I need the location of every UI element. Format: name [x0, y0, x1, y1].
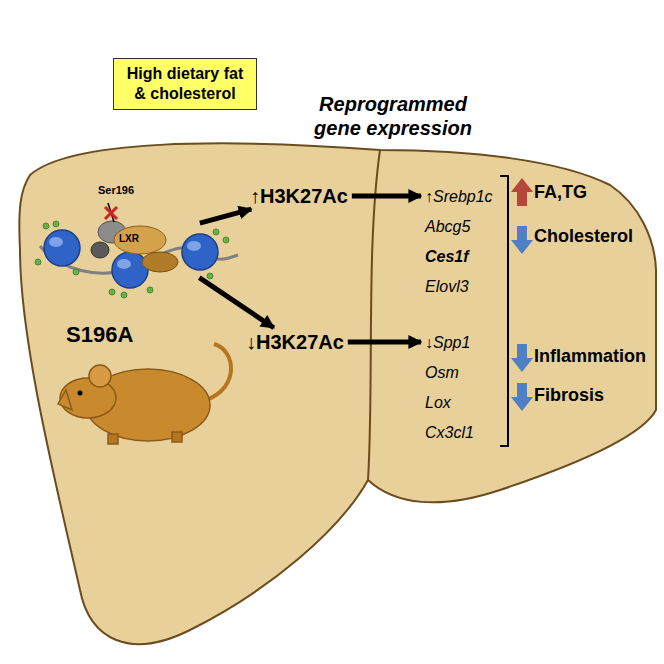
mouse-eye [78, 391, 83, 396]
coactivator [91, 242, 109, 258]
tail-dot [109, 289, 115, 295]
node-text: ↓H3K27Ac [246, 330, 344, 354]
histone-mark: ↓H3K27Ac [246, 330, 344, 354]
node-subtext: Elovl3 [425, 272, 493, 302]
outcome-label: Inflammation [534, 346, 646, 368]
node-text: ↑Srebp1c [425, 182, 493, 212]
connector-arrow [352, 194, 421, 199]
outcome-label: Fibrosis [534, 385, 604, 407]
decrease-arrow [511, 344, 533, 372]
node-subtext: Abcg5 [425, 212, 493, 242]
connector-arrow [199, 278, 273, 328]
tail-dot [223, 237, 229, 243]
mouse-label: S196A [66, 322, 133, 348]
mouse-ear [89, 365, 111, 387]
connector-arrow [200, 209, 251, 223]
nucleosome-highlight [49, 237, 63, 247]
block-mark [105, 207, 117, 219]
node-text: ↓Spp1 [425, 328, 474, 358]
increase-arrow [511, 178, 533, 206]
bracket [500, 176, 508, 446]
gene-list: ↑Srebp1cAbcg5Ces1fElovl3 [425, 182, 493, 302]
tail-dot [43, 223, 49, 229]
tail-dot [73, 269, 79, 275]
mouse-leg [172, 432, 182, 442]
tail-dot [121, 292, 127, 298]
rxr-protein [142, 252, 178, 272]
nucleosome [112, 252, 148, 288]
nucleosome [44, 230, 80, 266]
decrease-arrow [511, 383, 533, 411]
liver-outline [19, 143, 656, 644]
node-subtext: LXR [119, 233, 196, 245]
mouse-tail [206, 344, 231, 400]
histone-tails [35, 221, 229, 298]
block-mark [105, 207, 117, 219]
section-heading: Reprogrammed gene expression [300, 92, 486, 140]
connector-arrow [348, 340, 421, 345]
outcome-label: Cholesterol [534, 226, 633, 248]
condition-box: High dietary fat & cholesterol [113, 58, 257, 110]
mouse-snout [58, 390, 72, 410]
node-text: ↑H3K27Ac [250, 184, 348, 208]
node-text: Ser196 [98, 184, 196, 197]
node-subtext: Cx3cl1 [425, 418, 474, 448]
node-subtext: Ces1f [425, 242, 493, 272]
histone-mark: ↑H3K27Ac [250, 184, 348, 208]
node-text: High dietary fat & cholesterol [120, 64, 250, 104]
tail-dot [35, 259, 41, 265]
lxr-complex: Ser196LXR [88, 184, 196, 294]
mouse-leg [108, 434, 118, 444]
node-subtext: Lox [425, 388, 474, 418]
gene-list: ↓Spp1OsmLoxCx3cl1 [425, 328, 474, 448]
nucleosome-highlight [187, 241, 201, 251]
nucleosome-highlight [117, 259, 131, 269]
node-subtext: Osm [425, 358, 474, 388]
outcome-label: FA,TG [534, 182, 587, 204]
tail-dot [213, 229, 219, 235]
lobe-division [368, 150, 380, 480]
tail-dot [147, 287, 153, 293]
tail-dot [53, 221, 59, 227]
mouse [58, 344, 231, 444]
tail-dot [207, 273, 213, 279]
decrease-arrow [511, 226, 533, 254]
nucleosome [182, 234, 218, 270]
